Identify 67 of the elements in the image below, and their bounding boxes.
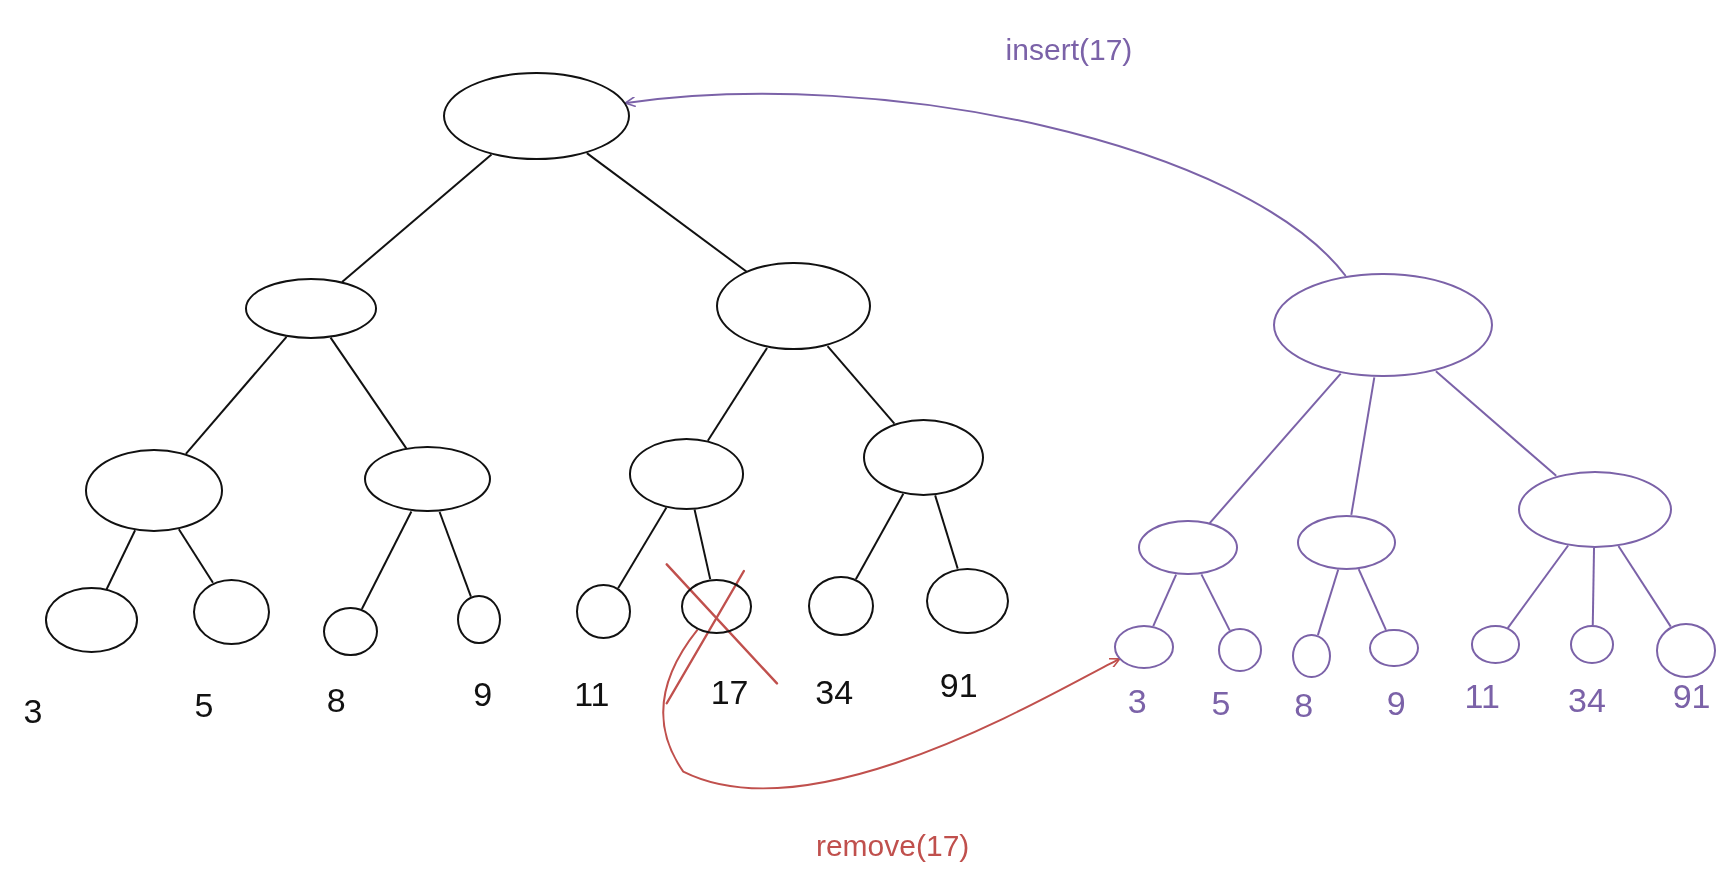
tree-node: [1369, 628, 1419, 668]
tree-node: [192, 578, 270, 645]
leaf-value: 11: [1464, 679, 1500, 714]
tree-node: [1517, 470, 1672, 548]
leaf-value: 8: [1294, 688, 1314, 723]
tree-node: [1217, 628, 1262, 673]
tree-edge: [1208, 372, 1342, 525]
tree-edge: [1152, 573, 1178, 628]
tree-edge: [1506, 544, 1570, 630]
tree-edge: [360, 510, 413, 611]
tree-node: [1470, 625, 1521, 664]
tree-node: [1570, 625, 1615, 664]
tree-edge: [1316, 568, 1340, 637]
leaf-value: 8: [326, 682, 346, 717]
leaf-value: 17: [710, 675, 749, 710]
tree-node: [1655, 622, 1717, 678]
curved-arrow: [624, 92, 1347, 277]
tree-edge: [854, 492, 905, 581]
tree-edge: [1591, 546, 1595, 627]
tree-node: [1272, 272, 1494, 378]
tree-node: [926, 567, 1009, 634]
tree-edge: [177, 528, 214, 584]
leaf-value: 3: [23, 693, 43, 728]
tree-node: [680, 578, 753, 634]
tree-node: [1138, 520, 1238, 576]
tree-node: [1113, 624, 1175, 669]
tree-edge: [1200, 573, 1231, 632]
tree-edge: [693, 508, 712, 581]
leaf-value: 9: [473, 677, 493, 712]
tree-node: [44, 587, 139, 654]
leaf-value: 34: [1568, 682, 1606, 717]
leaf-value: 91: [939, 668, 978, 703]
tree-edge: [1350, 376, 1376, 516]
tree-node: [807, 575, 874, 637]
leaf-value: 34: [815, 675, 854, 710]
tree-edge: [617, 506, 668, 590]
leaf-value: 91: [1672, 679, 1711, 714]
tree-edge: [329, 336, 408, 450]
tree-node: [1292, 633, 1331, 678]
leaf-value: 5: [1211, 686, 1231, 721]
tree-node: [576, 584, 632, 640]
tree-node: [443, 71, 631, 160]
leaf-value: 9: [1386, 686, 1406, 721]
tree-node: [85, 449, 224, 532]
tree-edge: [585, 152, 748, 273]
tree-edge: [184, 335, 288, 455]
tree-node: [716, 262, 871, 351]
leaf-value: 11: [574, 677, 610, 712]
tree-node: [364, 446, 491, 513]
tree-node: [322, 606, 378, 657]
curved-arrow: [662, 628, 1121, 790]
leaf-value: 5: [194, 688, 214, 723]
tree-node: [862, 418, 985, 496]
tree-edge: [341, 153, 493, 283]
tree-node: [1297, 514, 1397, 570]
tree-edge: [438, 511, 472, 598]
tree-node: [628, 438, 745, 510]
tree-edge: [934, 494, 959, 570]
tree-edge: [1434, 370, 1558, 477]
tree-edge: [706, 346, 769, 442]
tree-edge: [1357, 568, 1387, 631]
tree-node: [457, 594, 502, 645]
tree-edge: [826, 345, 896, 425]
tree-edge: [1617, 545, 1672, 628]
tree-edge: [105, 529, 137, 591]
leaf-value: 3: [1127, 683, 1147, 718]
tree-node: [244, 278, 377, 339]
